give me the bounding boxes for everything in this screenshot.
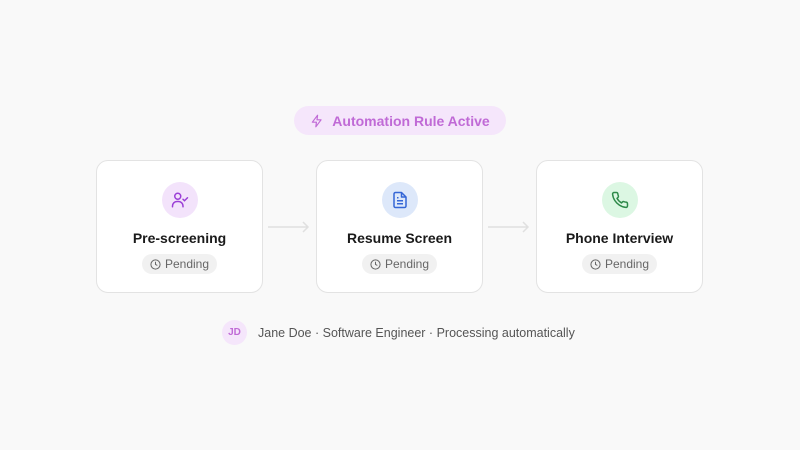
step-card-pre-screening[interactable]: Pre-screening Pending [96, 160, 263, 293]
step-card-phone-interview[interactable]: Phone Interview Pending [536, 160, 703, 293]
arrow-right-icon [268, 221, 310, 233]
status-label: Pending [604, 257, 650, 271]
step-icon-container [601, 182, 638, 218]
step-title: Resume Screen [346, 230, 453, 246]
status-label: Pending [164, 257, 210, 271]
step-icon-container [381, 182, 418, 218]
user-check-icon [171, 192, 188, 208]
avatar: JD [222, 320, 247, 345]
document-icon [392, 191, 407, 209]
phone-icon [611, 191, 628, 209]
status-badge: Pending [581, 254, 658, 274]
arrow-right-icon [488, 221, 530, 233]
badge-label: Automation Rule Active [332, 112, 490, 129]
status-badge: Pending [141, 254, 218, 274]
step-card-resume-screen[interactable]: Resume Screen Pending [316, 160, 483, 293]
step-title: Pre-screening [132, 230, 227, 246]
clock-icon [590, 258, 601, 270]
candidate-summary: Jane Doe · Software Engineer · Processin… [258, 325, 575, 340]
step-icon-container [161, 182, 198, 218]
candidate-info: JD Jane Doe · Software Engineer · Proces… [222, 320, 575, 345]
lightning-icon [312, 114, 322, 127]
clock-icon [150, 258, 161, 270]
automation-rule-badge: Automation Rule Active [294, 106, 506, 135]
clock-icon [370, 258, 381, 270]
status-badge: Pending [361, 254, 438, 274]
status-label: Pending [384, 257, 430, 271]
step-title: Phone Interview [565, 230, 674, 246]
